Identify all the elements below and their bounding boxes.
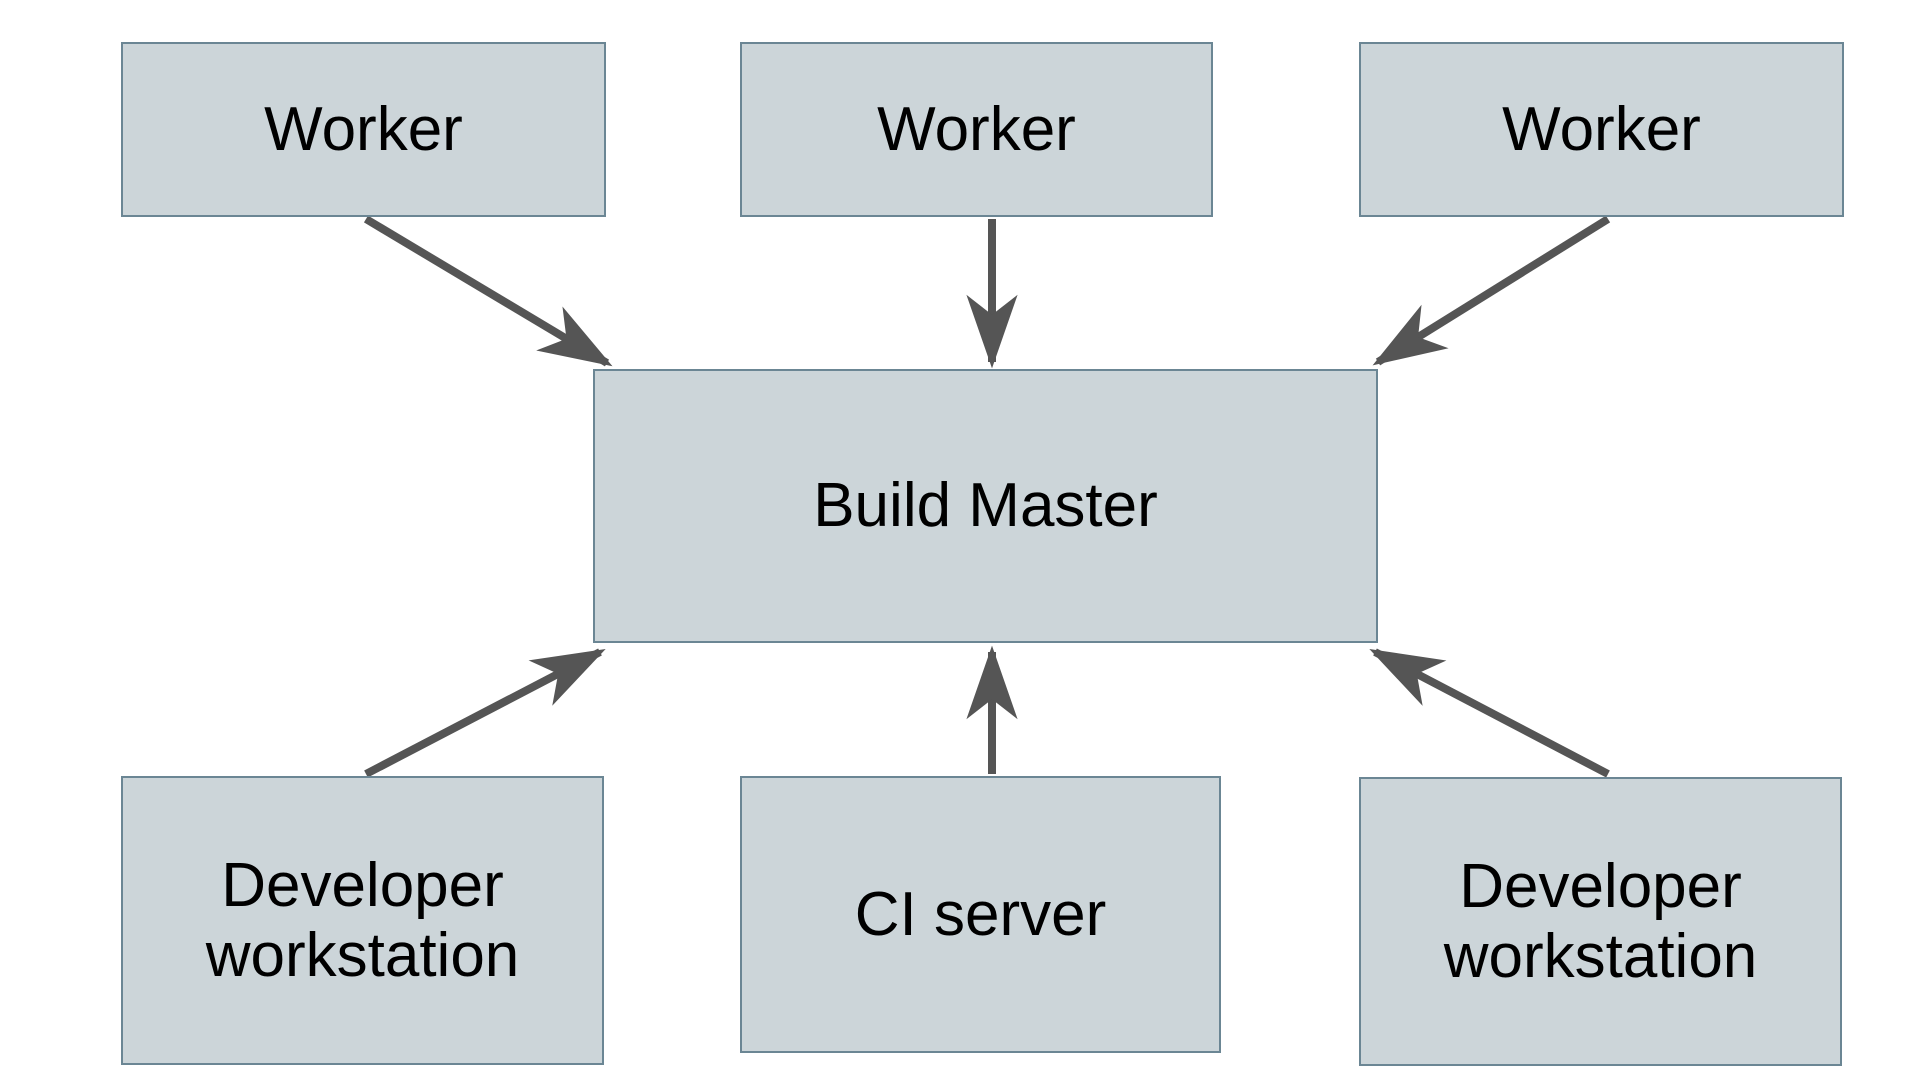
node-developer-workstation-left[interactable]: Developer workstation — [121, 776, 604, 1065]
edge-dev-right-to-master — [1369, 648, 1610, 778]
node-build-master-label: Build Master — [813, 471, 1158, 541]
node-developer-workstation-left-label: Developer workstation — [205, 851, 520, 990]
node-worker-left-label: Worker — [264, 94, 463, 164]
node-developer-workstation-right[interactable]: Developer workstation — [1359, 777, 1842, 1066]
node-worker-right-label: Worker — [1502, 94, 1701, 164]
node-worker-left[interactable]: Worker — [121, 42, 606, 217]
edge-worker-left-to-master — [363, 215, 613, 367]
node-ci-server-label: CI server — [854, 879, 1107, 949]
edge-worker-right-to-master — [1372, 215, 1611, 366]
node-worker-center[interactable]: Worker — [740, 42, 1213, 217]
edge-dev-left-to-master — [364, 648, 606, 778]
node-worker-right[interactable]: Worker — [1359, 42, 1844, 217]
node-worker-center-label: Worker — [877, 94, 1076, 164]
node-build-master[interactable]: Build Master — [593, 369, 1378, 643]
node-ci-server[interactable]: CI server — [740, 776, 1221, 1053]
node-developer-workstation-right-label: Developer workstation — [1443, 852, 1758, 991]
